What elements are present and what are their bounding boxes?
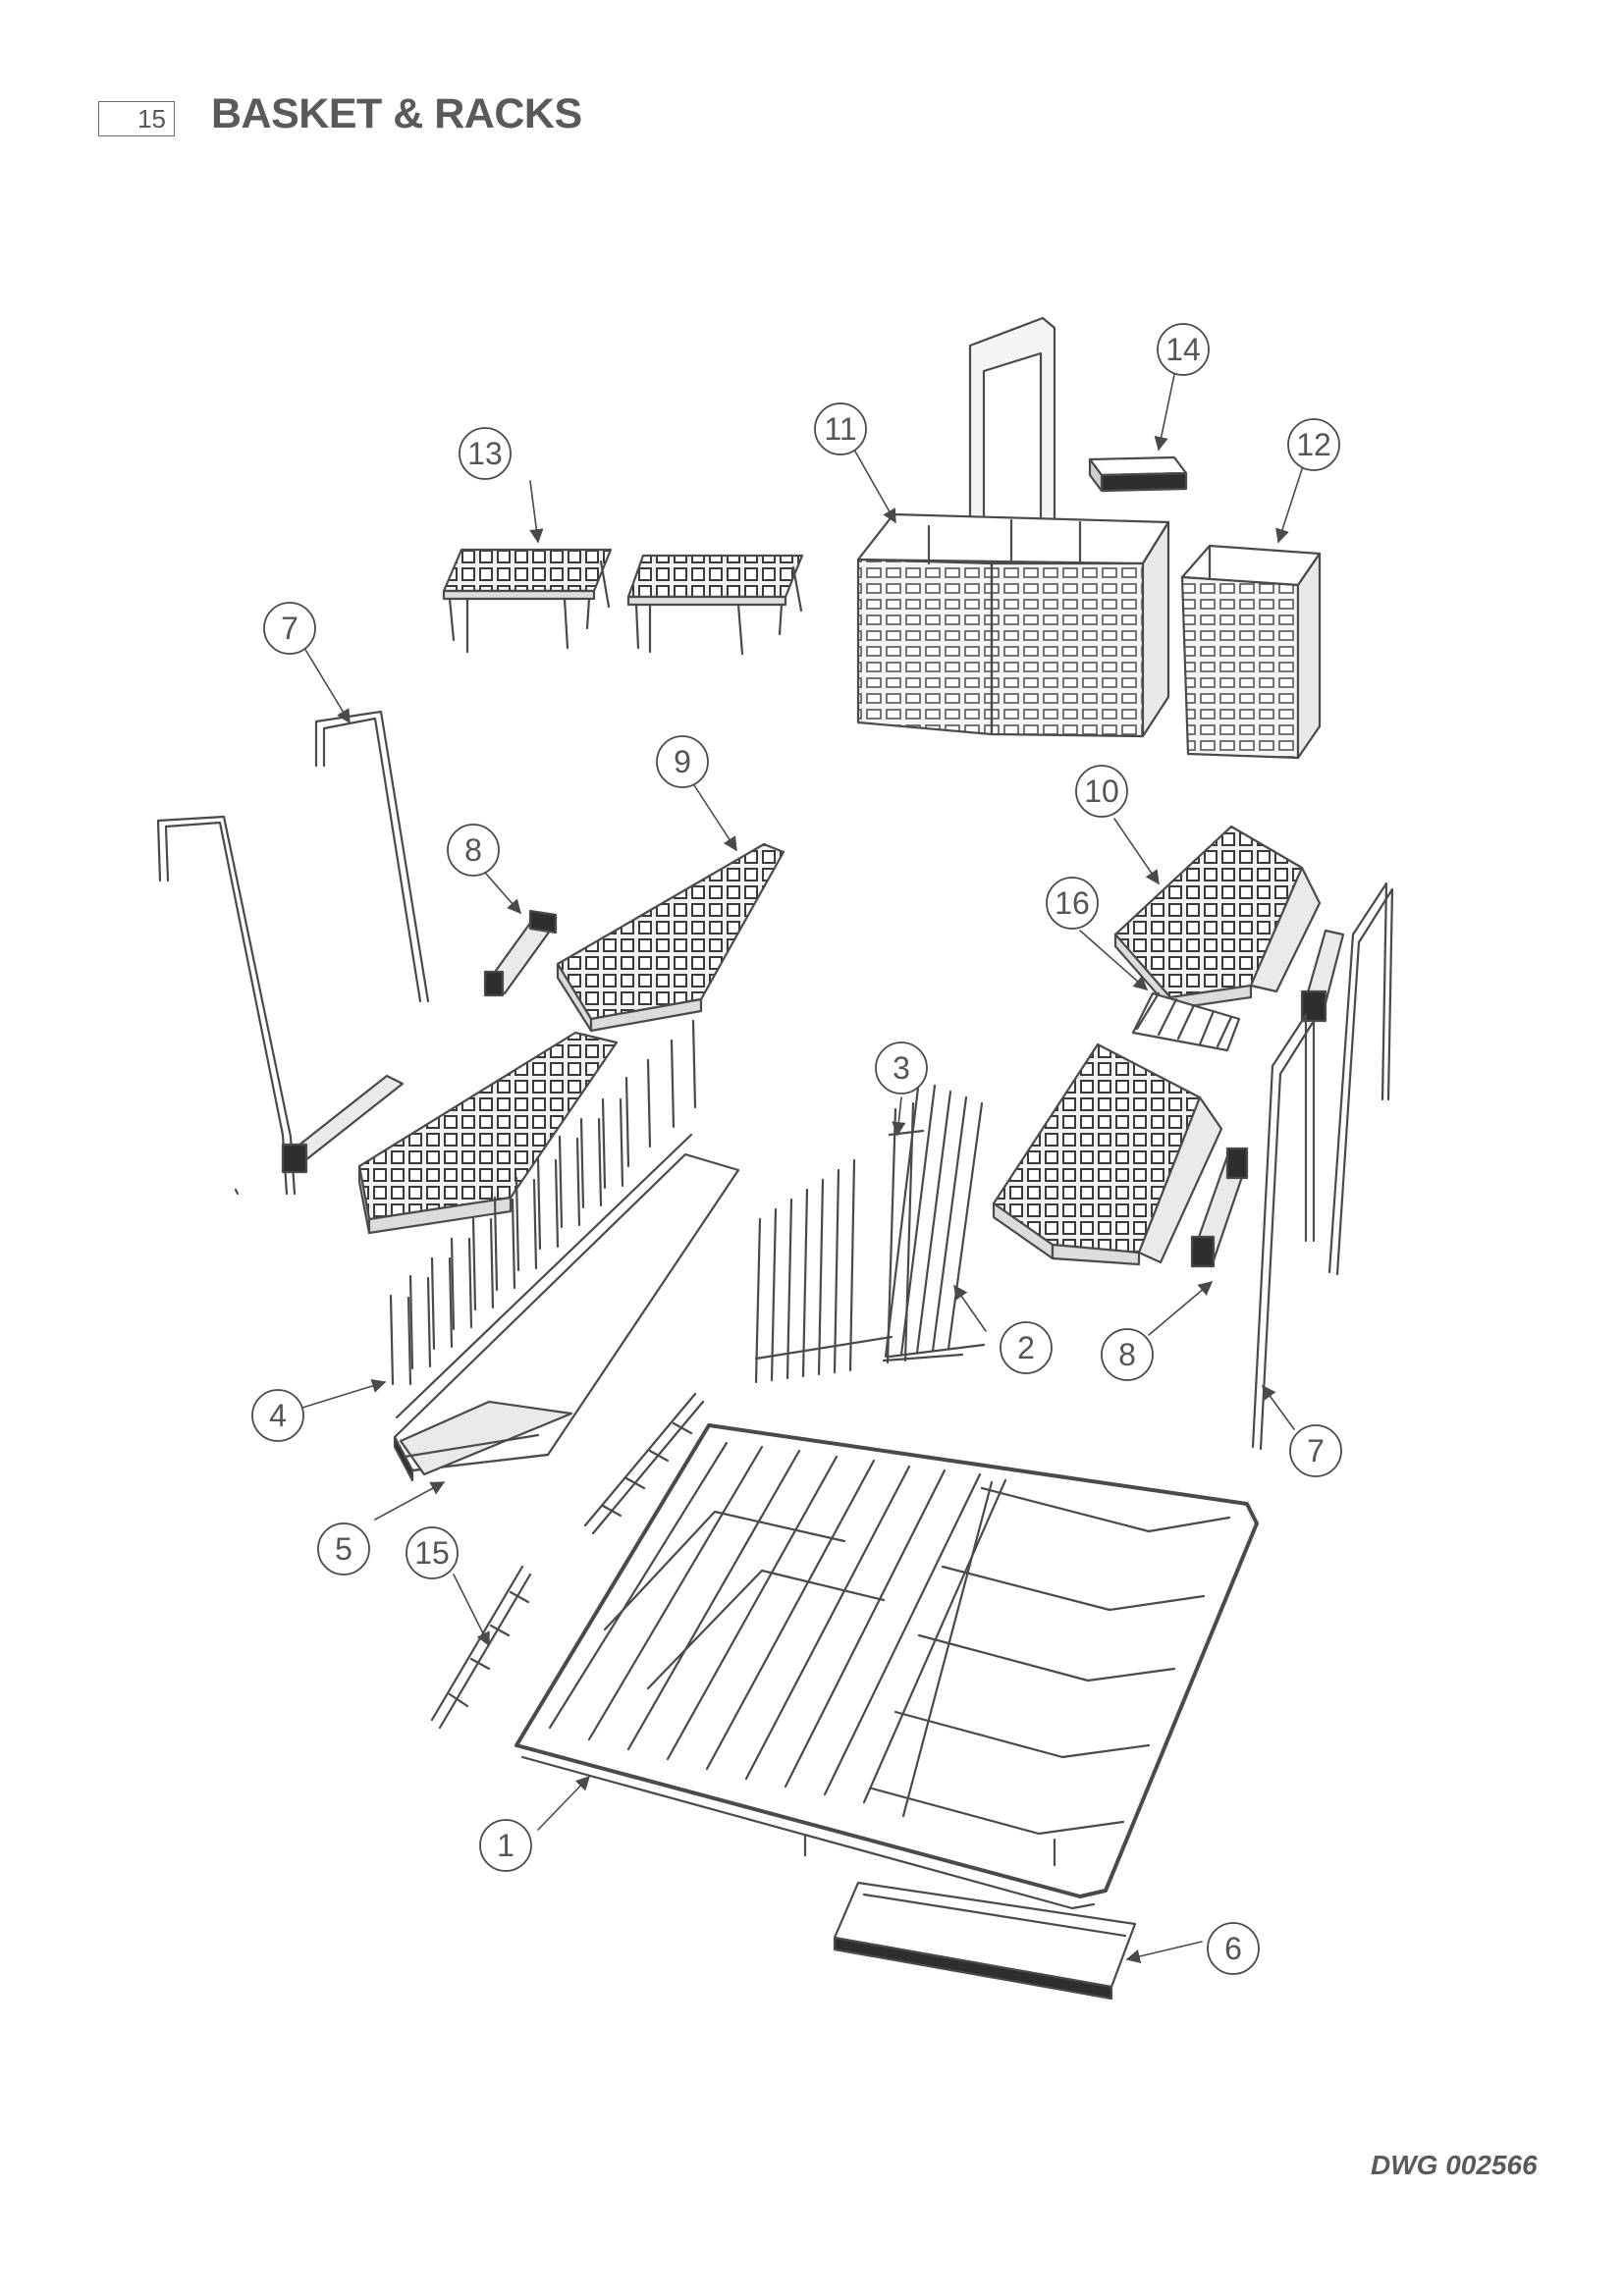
part-5-tine-rack-base bbox=[399, 1400, 573, 1476]
callouts: 1 2 3 4 5 6 7 7 8 8 9 10 11 12 13 14 15 … bbox=[251, 323, 1342, 1975]
callout-5: 5 bbox=[317, 1522, 370, 1575]
page-title: BASKET & RACKS bbox=[211, 90, 582, 137]
part-7-wire-rods-right bbox=[1251, 881, 1394, 1451]
svg-text:14: 14 bbox=[1165, 332, 1201, 367]
callout-13: 13 bbox=[459, 427, 512, 480]
svg-text:3: 3 bbox=[893, 1050, 910, 1086]
part-10-cup-rack-tray-lower bbox=[992, 1042, 1223, 1266]
part-7-wire-rods-left bbox=[156, 710, 430, 1196]
svg-text:16: 16 bbox=[1055, 885, 1090, 921]
svg-text:9: 9 bbox=[674, 744, 691, 779]
svg-text:7: 7 bbox=[1307, 1433, 1325, 1468]
svg-text:11: 11 bbox=[824, 411, 856, 447]
svg-text:15: 15 bbox=[414, 1535, 450, 1571]
part-16-clip bbox=[1131, 991, 1241, 1052]
svg-text:1: 1 bbox=[497, 1828, 514, 1863]
page-number-box: 15 bbox=[98, 101, 175, 136]
svg-text:8: 8 bbox=[1118, 1337, 1136, 1372]
svg-text:13: 13 bbox=[467, 436, 503, 471]
part-8-bracket-left bbox=[483, 909, 558, 997]
callout-16: 16 bbox=[1046, 877, 1099, 930]
callout-7-left: 7 bbox=[263, 602, 316, 655]
callout-1: 1 bbox=[479, 1819, 532, 1872]
part-9-folding-tine-rack-lower bbox=[281, 1031, 619, 1235]
part-2-3-wire-support-rack bbox=[754, 1078, 986, 1384]
svg-text:8: 8 bbox=[464, 832, 482, 868]
drawing-reference: DWG 002566 bbox=[1371, 2150, 1538, 2180]
part-4-tine-rack bbox=[389, 1019, 740, 1482]
leader-lines bbox=[301, 369, 1304, 1964]
part-1-lower-rack bbox=[514, 1423, 1259, 1910]
callout-7-right: 7 bbox=[1289, 1424, 1342, 1477]
part-12-small-cutlery-basket bbox=[1180, 544, 1322, 760]
callout-9: 9 bbox=[656, 735, 709, 788]
callout-14: 14 bbox=[1157, 323, 1210, 376]
callout-3: 3 bbox=[875, 1041, 928, 1095]
svg-text:4: 4 bbox=[269, 1398, 287, 1433]
part-6-front-handle bbox=[833, 1881, 1137, 2001]
part-14-basket-lid bbox=[1088, 455, 1188, 493]
svg-text:12: 12 bbox=[1296, 427, 1331, 462]
callout-8-right: 8 bbox=[1101, 1328, 1154, 1381]
callout-6: 6 bbox=[1207, 1922, 1260, 1975]
callout-4: 4 bbox=[251, 1389, 304, 1442]
callout-10: 10 bbox=[1075, 765, 1128, 818]
part-11-cutlery-basket bbox=[856, 316, 1170, 738]
svg-text:6: 6 bbox=[1224, 1931, 1242, 1966]
svg-text:7: 7 bbox=[281, 611, 298, 646]
part-10-cup-rack-tray bbox=[1113, 825, 1322, 1011]
part-9-folding-tine-rack bbox=[556, 842, 785, 1033]
part-13-rack-inserts bbox=[442, 548, 804, 656]
svg-text:10: 10 bbox=[1084, 774, 1119, 809]
svg-text:5: 5 bbox=[335, 1531, 352, 1567]
callout-11: 11 bbox=[814, 402, 867, 455]
callout-2: 2 bbox=[1000, 1321, 1053, 1374]
callout-15: 15 bbox=[406, 1526, 459, 1579]
svg-text:2: 2 bbox=[1017, 1330, 1035, 1365]
callout-12: 12 bbox=[1287, 418, 1340, 471]
callout-8-left: 8 bbox=[447, 824, 500, 877]
part-8-bracket-right bbox=[1190, 929, 1345, 1268]
